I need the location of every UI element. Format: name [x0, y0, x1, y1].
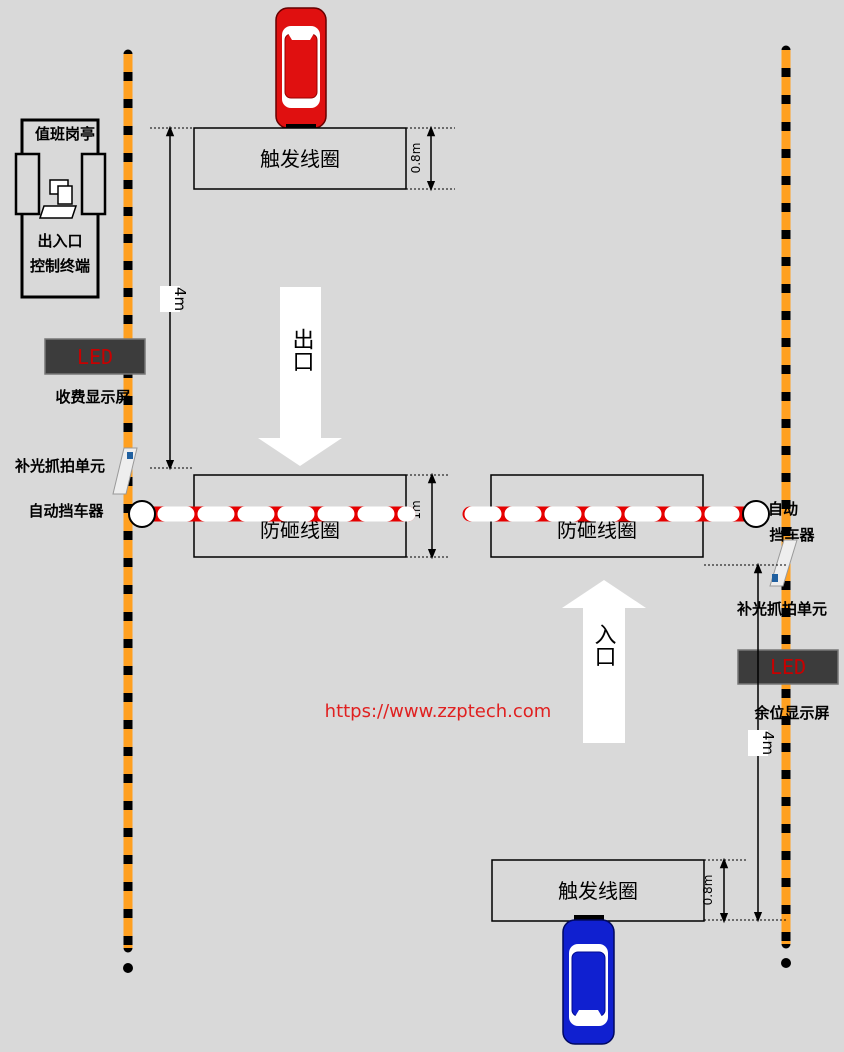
- terminal-label-line2: 控制终端: [30, 257, 90, 275]
- guard-booth: 值班岗亭 出入口 控制终端: [14, 118, 107, 299]
- bottom-trigger-loop-label: 触发线圈: [558, 879, 638, 903]
- right-camera-label: 补光抓拍单元: [736, 600, 827, 618]
- space-led-text: LED: [770, 655, 806, 679]
- top-loop-dimension: 0.8m: [406, 125, 455, 192]
- bottom-trigger-loop: 触发线圈: [491, 859, 705, 922]
- terminal-label-line1: 出入口: [37, 232, 82, 250]
- left-distance-dimension: 4m: [150, 125, 194, 471]
- computer-icon: [38, 179, 78, 219]
- top-trigger-loop-label: 触发线圈: [260, 147, 340, 171]
- left-barrier-arm: [128, 500, 416, 528]
- fee-display-label: 收费显示屏: [55, 388, 130, 406]
- space-led-display: LED: [737, 649, 839, 685]
- exit-car: [275, 7, 327, 129]
- right-anti-smash-loop-label: 防砸线圈: [557, 518, 637, 542]
- left-barrier-label: 自动挡车器: [28, 502, 104, 520]
- exit-arrow-label: 出口: [289, 328, 314, 372]
- right-distance-label: 4m: [759, 731, 777, 755]
- top-trigger-loop: 触发线圈: [193, 127, 407, 190]
- right-barrier-arm: [462, 500, 770, 528]
- entry-arrow-label: 入口: [591, 623, 617, 667]
- entry-arrow: 入口: [562, 580, 646, 743]
- right-lane-line: [781, 45, 791, 968]
- right-barrier-label-line2: 挡车器: [769, 526, 815, 544]
- left-distance-label: 4m: [171, 287, 189, 311]
- bottom-loop-dimension: 0.8m: [701, 857, 748, 924]
- left-camera-icon: [112, 447, 138, 495]
- left-camera-label: 补光抓拍单元: [14, 457, 105, 475]
- top-loop-width-label: 0.8m: [409, 143, 423, 174]
- guard-booth-title: 值班岗亭: [35, 125, 95, 143]
- right-camera-icon: [769, 539, 798, 587]
- entry-car: [562, 915, 615, 1045]
- fee-led-text: LED: [77, 345, 113, 369]
- space-display-label: 余位显示屏: [753, 704, 829, 722]
- right-barrier-label-line1: 自动: [768, 500, 798, 518]
- left-anti-smash-loop-label: 防砸线圈: [260, 518, 340, 542]
- left-lane-line: [123, 49, 133, 973]
- right-distance-dimension: 4m: [704, 562, 786, 923]
- bottom-loop-width-label: 0.8m: [701, 875, 715, 906]
- fee-led-display: LED: [44, 338, 146, 375]
- watermark-url: https://www.zzptech.com: [325, 701, 552, 722]
- exit-arrow: 出口: [258, 287, 342, 466]
